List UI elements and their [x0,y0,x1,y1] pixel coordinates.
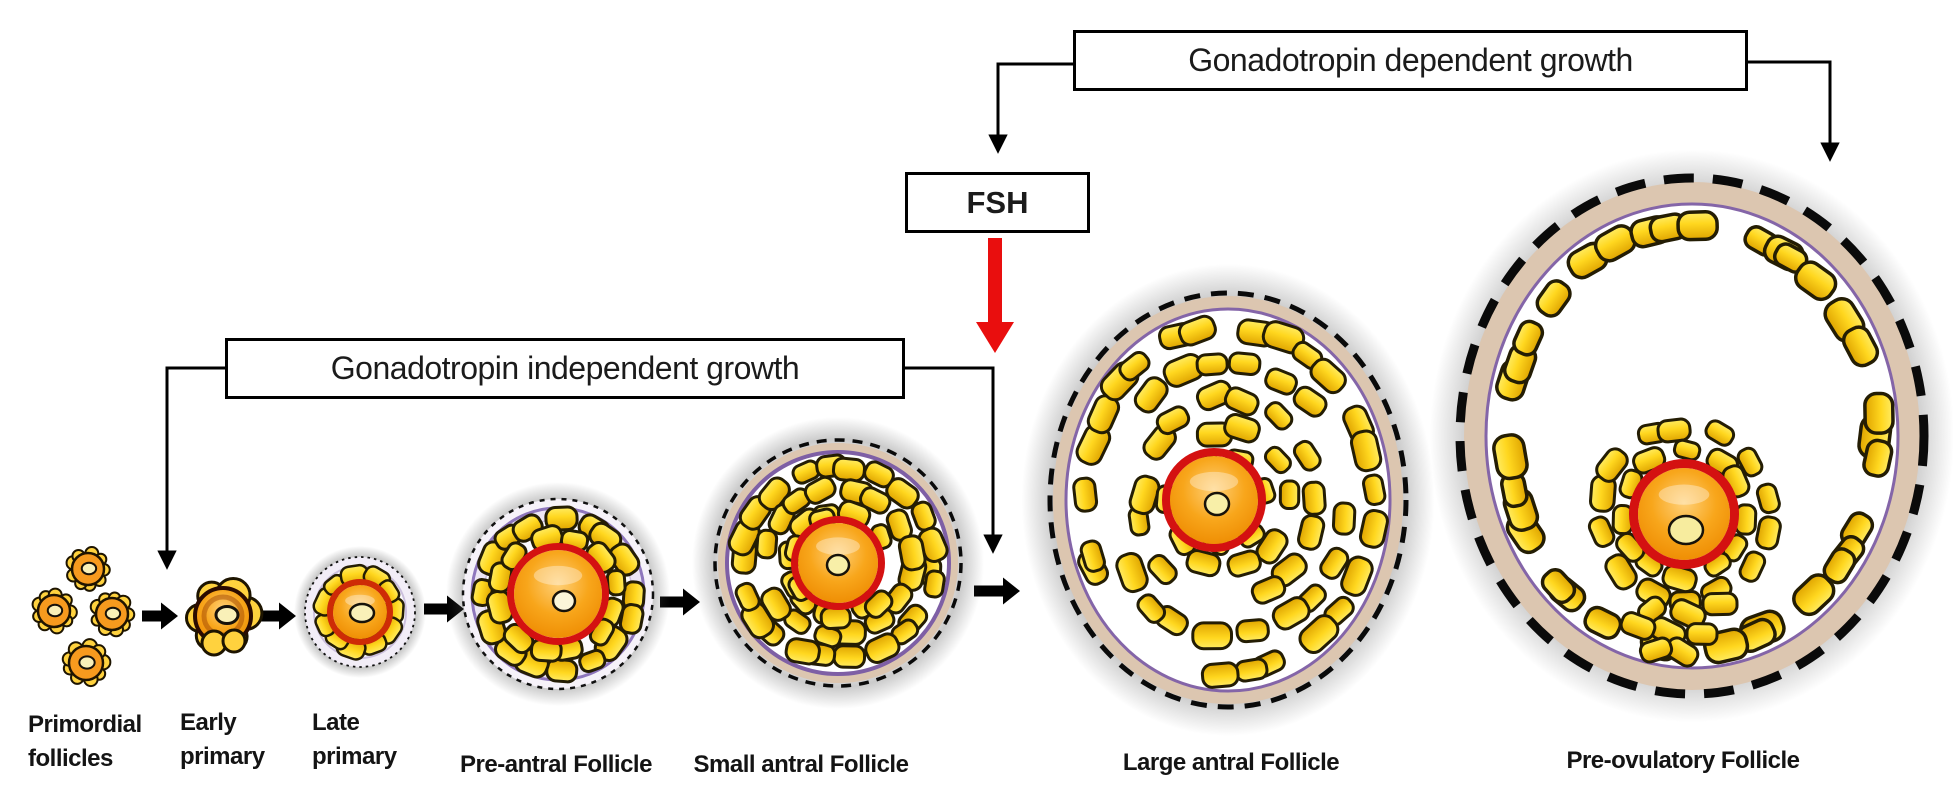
flow-connectors [142,60,1840,630]
stage-arrow-1 [142,602,178,630]
gonadotropin-independent-box: Gonadotropin independent growth [225,338,905,399]
stage-label-pre-ovulatory: Pre-ovulatory Follicle [1566,747,1800,774]
connector-independent-to-primordial [157,366,225,570]
stage-label-large-antral: Large antral Follicle [1122,749,1340,776]
follicle-early-primary [184,577,264,657]
follicle-late-primary [294,546,426,678]
stage-label-primordial: Primordial follicles [28,711,142,772]
fsh-red-arrow [976,238,1014,353]
stage-arrow-5 [974,577,1020,605]
follicle-large-antral [1021,264,1435,736]
follicle-primordial [31,545,136,688]
fsh-box: FSH [905,172,1090,233]
stage-label-late-primary: Late primary [312,709,397,770]
stage-label-early-primary: Early primary [180,709,265,770]
stage-arrow-2 [260,602,296,630]
follicle-pre-antral [446,482,670,706]
stage-label-pre-antral: Pre-antral Follicle [460,751,652,778]
follicle-pre-ovulatory [1429,149,1953,723]
connector-dependent-to-preovulatory [1748,60,1840,162]
gonadotropin-dependent-box: Gonadotropin dependent growth [1073,30,1748,91]
connector-dependent-to-fsh [988,62,1073,154]
stage-label-small-antral: Small antral Follicle [693,751,909,778]
follicle-small-antral [692,417,984,709]
stage-arrow-4 [660,588,700,616]
connector-independent-to-antral [905,366,1003,554]
